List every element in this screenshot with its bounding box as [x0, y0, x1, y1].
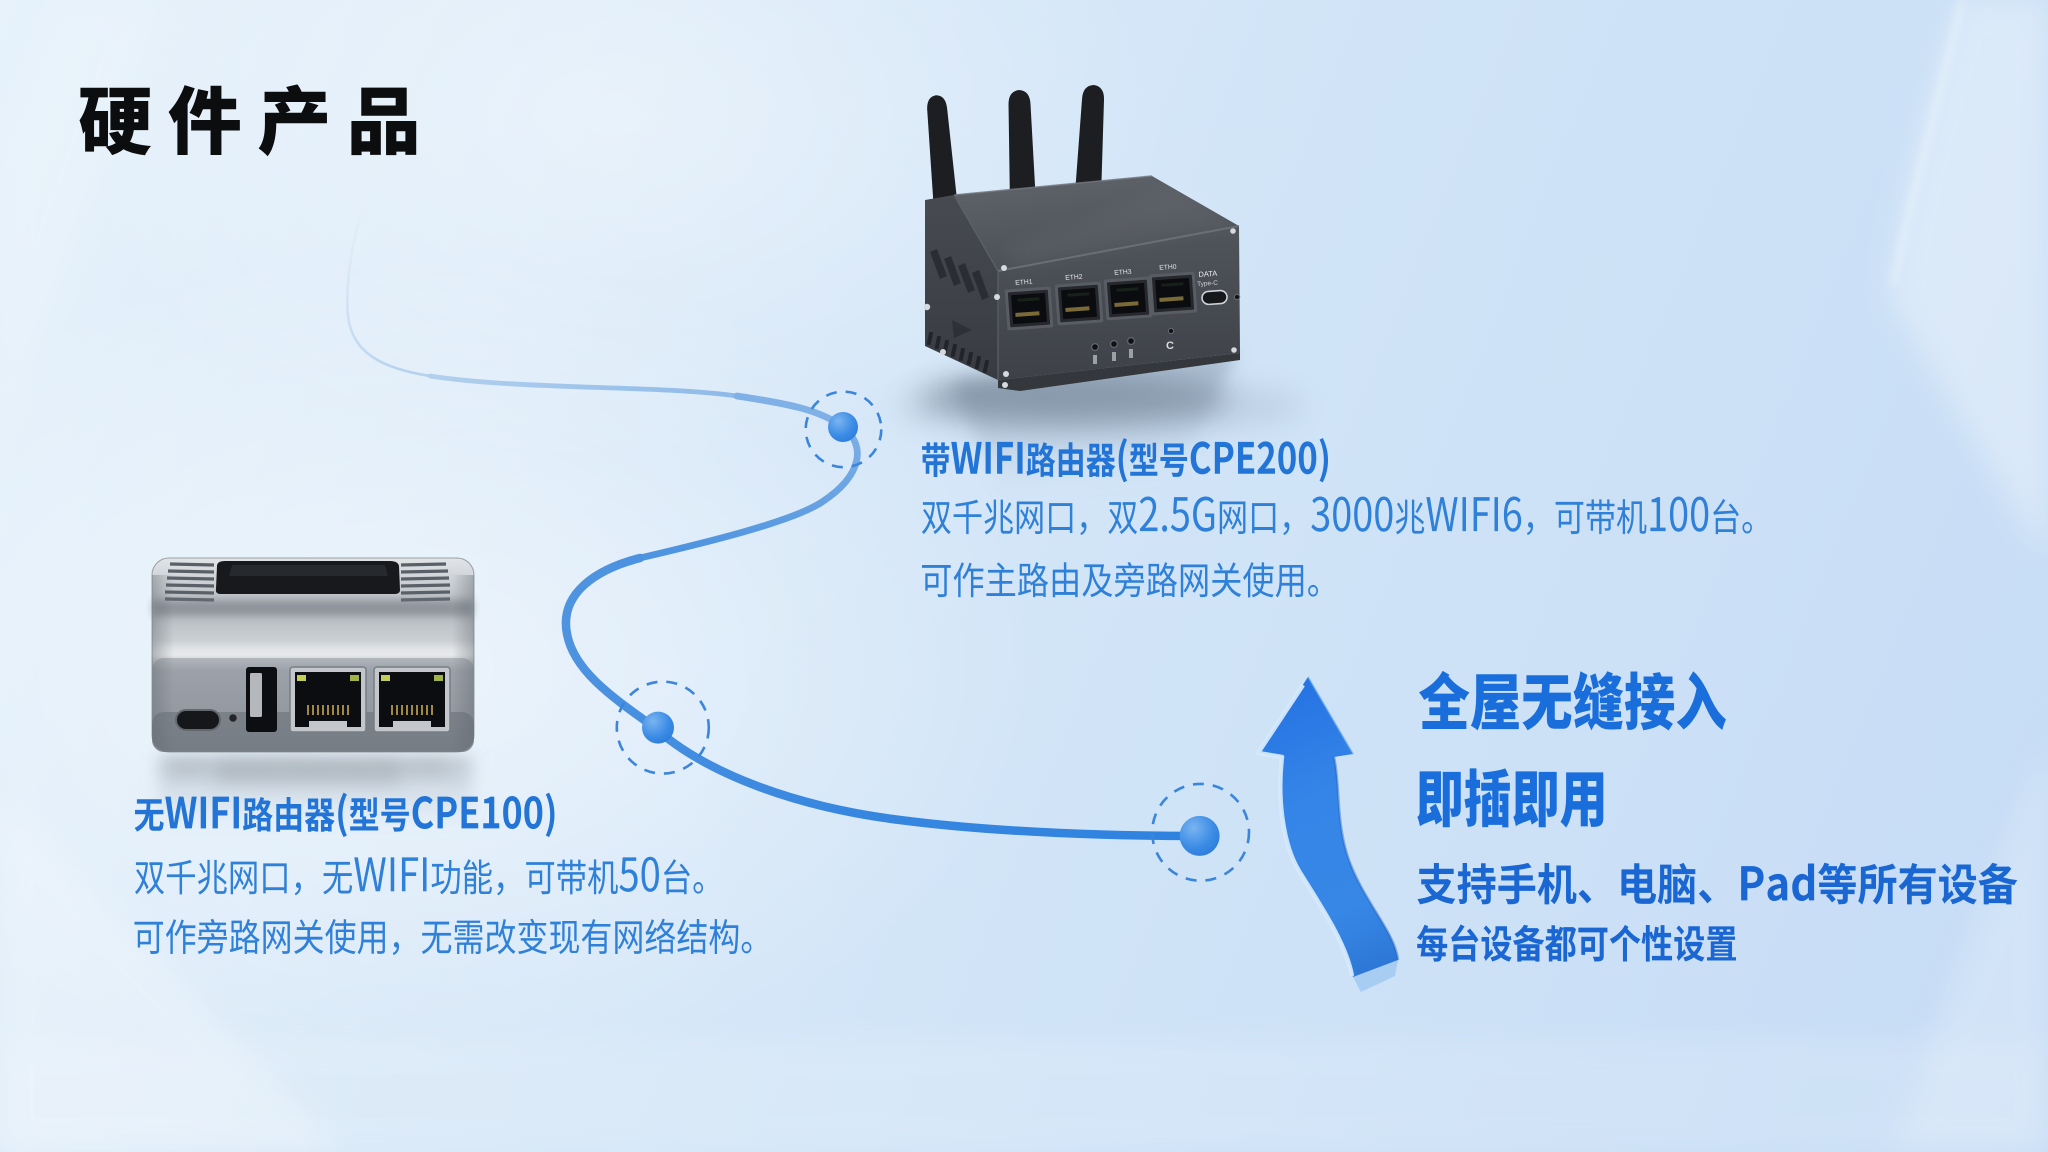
svg-text:Type-C: Type-C [1197, 280, 1219, 288]
svg-text:ETH2: ETH2 [1065, 274, 1083, 282]
svg-text:ETH1: ETH1 [1015, 279, 1033, 287]
svg-text:DATA: DATA [1198, 269, 1217, 279]
svg-text:ETH0: ETH0 [1159, 264, 1177, 272]
svg-text:C: C [1166, 340, 1174, 352]
svg-text:ETH3: ETH3 [1114, 269, 1132, 277]
